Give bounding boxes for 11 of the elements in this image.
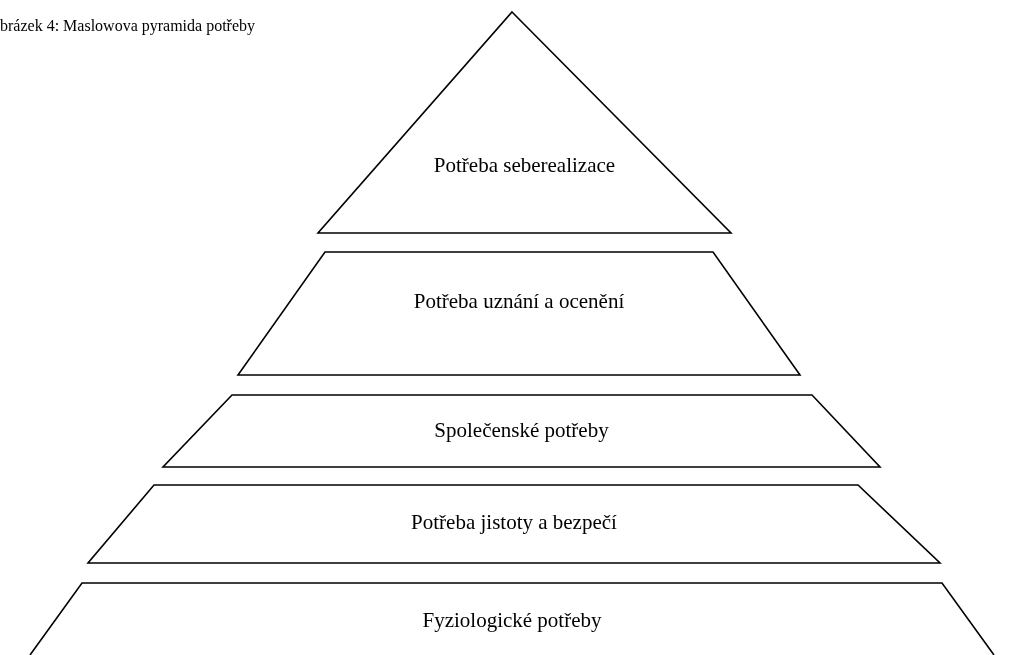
level-label: Potřeba uznání a ocenění	[413, 288, 625, 315]
pyramid-apex-triangle	[318, 12, 731, 233]
pyramid-base-trapezoid	[30, 583, 994, 655]
level-label: Potřeba seberealizace	[433, 152, 616, 179]
level-label: Společenské potřeby	[434, 417, 609, 444]
level-label: Fyziologické potřeby	[422, 607, 602, 634]
pyramid-level-trapezoid	[238, 252, 800, 375]
pyramid-level-trapezoid	[88, 485, 940, 563]
level-label: Potřeba jistoty a bezpečí	[411, 509, 617, 536]
figure-title: brázek 4: Maslowova pyramida potřeby	[0, 17, 256, 35]
pyramid-level-trapezoid	[163, 395, 880, 467]
